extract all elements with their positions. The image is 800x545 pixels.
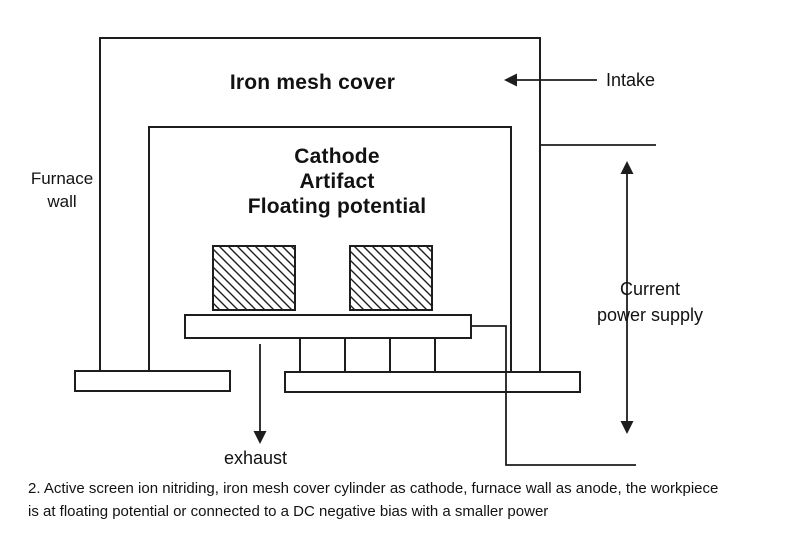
furnace-wall-outline xyxy=(99,37,541,372)
base-plate-right xyxy=(284,371,581,393)
workpiece-right xyxy=(349,245,433,311)
cathode-label: Cathode xyxy=(294,145,380,168)
table-legs xyxy=(299,338,436,371)
workpiece-left xyxy=(212,245,296,311)
exhaust-label: exhaust xyxy=(224,448,288,468)
current-supply-arrow xyxy=(620,161,634,434)
iron-mesh-cover-label: Iron mesh cover xyxy=(229,71,396,94)
furnace-wall-label-line2: wall xyxy=(47,192,77,211)
figure-caption-line2: is at floating potential or connected to… xyxy=(28,503,549,520)
exhaust-arrowhead xyxy=(253,431,267,444)
current-label-line2: power supply xyxy=(596,305,704,325)
floating-potential-label: Floating potential xyxy=(247,195,427,218)
current-arrowhead-up xyxy=(620,161,634,174)
exhaust-arrow xyxy=(253,344,267,444)
cathode-artifact-label: Cathode Artifact Floating potential xyxy=(227,144,447,219)
mesh-cover-outline xyxy=(148,126,512,372)
furnace-wall-label-line1: Furnace xyxy=(30,169,94,188)
artifact-label: Artifact xyxy=(299,170,375,193)
base-plate-left xyxy=(74,370,231,392)
power-wire-bottom xyxy=(471,325,636,466)
furnace-wall-label: Furnace wall xyxy=(22,167,102,213)
intake-arrow xyxy=(504,73,597,87)
intake-arrowhead xyxy=(504,73,517,87)
current-label-line1: Current xyxy=(619,279,681,299)
current-arrowhead-down xyxy=(620,421,634,434)
figure-caption-line1: 2. Active screen ion nitriding, iron mes… xyxy=(28,480,719,497)
current-power-supply-label: Current power supply xyxy=(590,276,710,328)
intake-label: Intake xyxy=(606,70,656,90)
worktable xyxy=(184,314,472,339)
